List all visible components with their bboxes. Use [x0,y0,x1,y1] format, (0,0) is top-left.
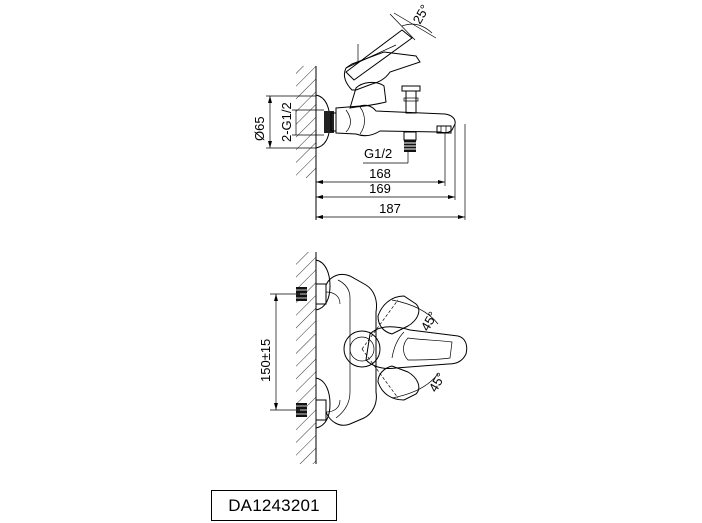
side-outlet-thread: G1/2 [363,146,409,164]
model-number-box: DA1243201 [211,490,337,521]
side-shower-outlet [403,131,417,152]
side-angle-label: 25° [410,2,433,27]
side-inlet-nipple [324,111,334,133]
side-left-dimensions: Ø65 2-G1/2 [252,95,324,149]
front-upper-escutcheon [315,259,331,311]
side-spout-outlet [436,125,452,134]
dimension-168: 168 [369,166,391,181]
thread-outlet-label: G1/2 [364,146,392,161]
diameter-label: Ø65 [252,116,267,141]
spacing-label: 150±15 [258,339,273,382]
side-wall [296,66,317,220]
front-handle-rotated-down [377,365,420,401]
side-lever-raised [345,29,413,81]
side-cartridge-housing [349,81,387,109]
model-number: DA1243201 [228,495,320,515]
front-angle-dimensions: 45° 45° [361,299,449,399]
side-lever [343,51,421,91]
front-view: 45° 45° 150±15 [258,252,468,464]
front-handle [343,326,468,369]
thread-inlet-label: 2-G1/2 [279,102,294,142]
angle-upper-label: 45° [418,309,441,334]
dimension-169: 169 [369,181,391,196]
angle-lower-label: 45° [426,370,449,395]
side-length-dimensions: 168 169 187 [316,124,466,220]
front-wall [296,252,317,464]
side-mixer-body [335,104,456,137]
front-mixer-body [325,273,377,426]
front-handle-rotated-up [377,295,420,335]
side-diverter-knob [401,85,421,114]
front-spacing-dimension: 150±15 [258,293,300,411]
side-view: 25° Ø65 2-G1/2 G1/2 [252,2,466,220]
dimension-187: 187 [379,201,401,216]
front-lower-escutcheon [315,377,331,429]
